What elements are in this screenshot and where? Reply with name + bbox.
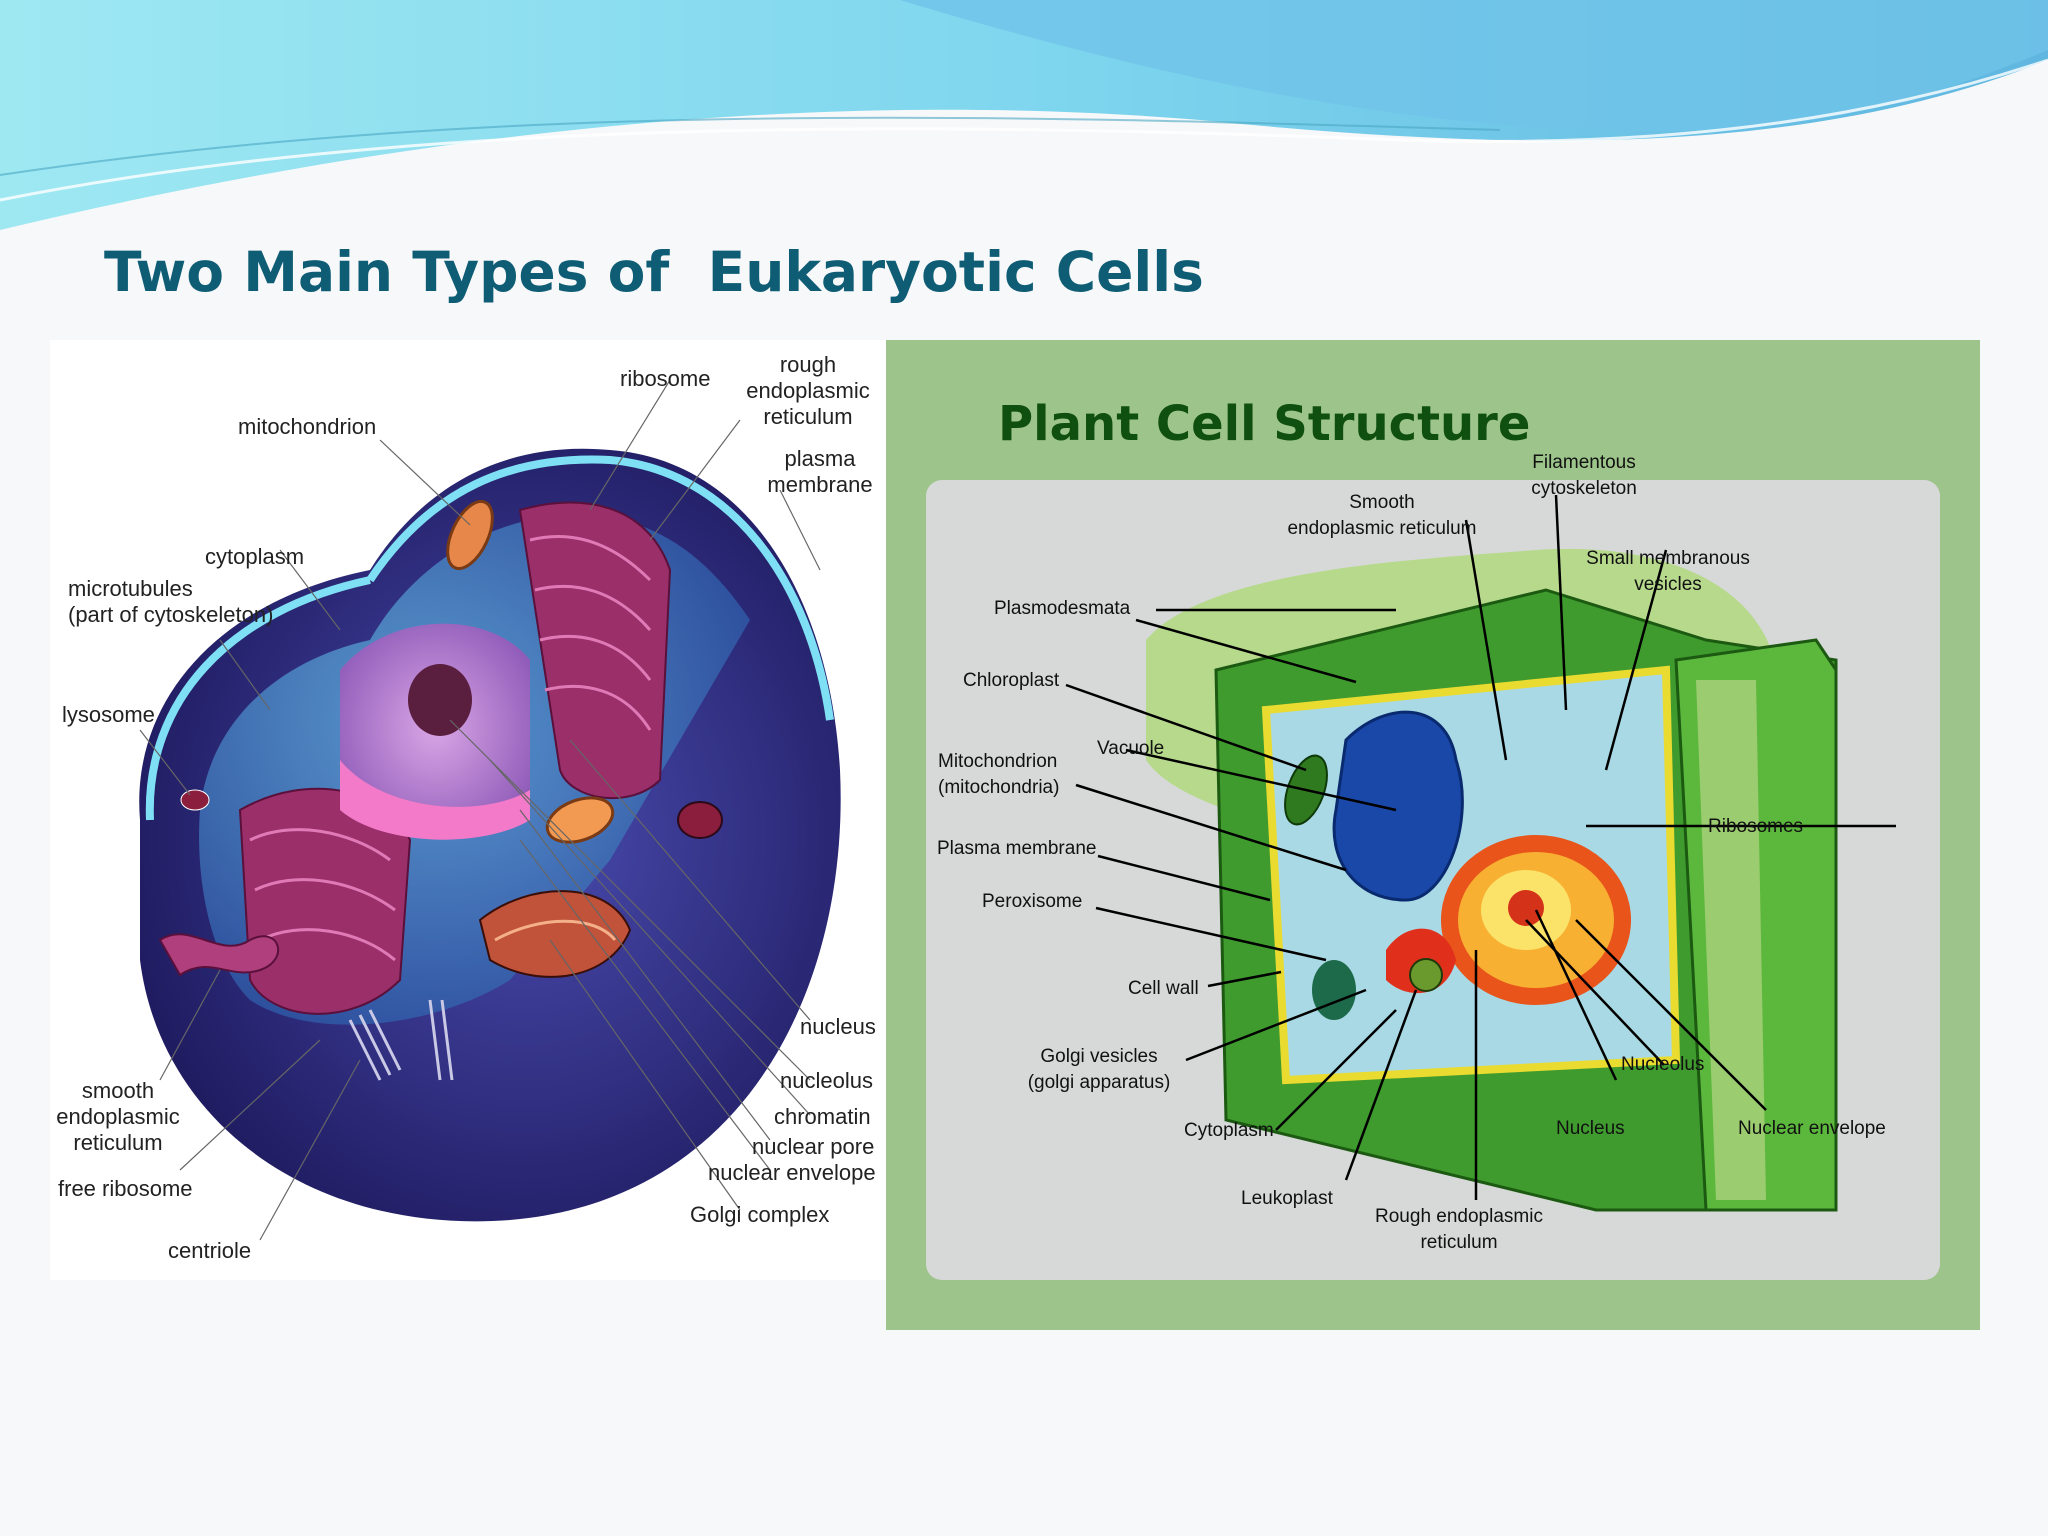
animal-label-microtubules-1: microtubules — [68, 576, 193, 601]
animal-label-nucleolus: nucleolus — [780, 1068, 873, 1093]
plant-label-golgi-2: (golgi apparatus) — [1028, 1072, 1171, 1093]
vacuole-shape — [1332, 710, 1464, 902]
animal-label-smooth-er-2: endoplasmic — [56, 1104, 180, 1129]
mitochondrion-shape — [446, 499, 723, 844]
animal-label-nuclear-pore: nuclear pore — [752, 1134, 874, 1159]
plant-label-ribosomes: Ribosomes — [1708, 816, 1803, 837]
nucleus-shape — [1441, 835, 1631, 1005]
animal-label-golgi-complex: Golgi complex — [690, 1202, 829, 1227]
animal-label-free-ribosome: free ribosome — [58, 1176, 193, 1201]
plant-cell-title: Plant Cell Structure — [998, 396, 1530, 452]
plant-cell-diagram: Plant Cell Structure — [886, 340, 1980, 1330]
animal-label-nucleus: nucleus — [800, 1014, 876, 1039]
animal-label-plasma-membrane-1: plasma — [785, 446, 857, 471]
plant-label-vacuole: Vacuole — [1097, 738, 1164, 759]
plant-label-small-vesicles-2: vesicles — [1634, 574, 1702, 595]
plant-label-chloroplast: Chloroplast — [963, 670, 1060, 691]
animal-label-centriole: centriole — [168, 1238, 251, 1263]
plant-label-cytoplasm: Cytoplasm — [1184, 1120, 1274, 1141]
animal-label-cytoplasm: cytoplasm — [205, 544, 304, 569]
plant-label-peroxisome: Peroxisome — [982, 891, 1082, 912]
smooth-er-shape — [158, 933, 279, 977]
animal-cell-diagram: ribosome rough endoplasmic reticulum mit… — [50, 340, 890, 1280]
plant-label-mitochondrion-2: (mitochondria) — [938, 777, 1059, 798]
slide-title: Two Main Types of Eukaryotic Cells — [104, 240, 1204, 304]
plant-label-nuclear-envelope: Nuclear envelope — [1738, 1118, 1886, 1139]
animal-label-mitochondrion: mitochondrion — [238, 414, 376, 439]
plant-label-plasmodesmata: Plasmodesmata — [994, 598, 1131, 619]
plant-label-filamentous-1: Filamentous — [1532, 452, 1636, 473]
plant-leader-lines — [1065, 494, 1896, 1200]
animal-label-rough-er-1: rough — [780, 352, 836, 377]
header-wave — [0, 0, 2048, 230]
plant-label-mitochondrion-1: Mitochondrion — [938, 751, 1057, 772]
plant-label-leukoplast: Leukoplast — [1241, 1188, 1334, 1209]
animal-label-rough-er-3: reticulum — [763, 404, 852, 429]
plant-label-smooth-er-2: endoplasmic reticulum — [1287, 518, 1476, 539]
animal-label-ribosome: ribosome — [620, 366, 710, 391]
plant-label-cell-wall: Cell wall — [1128, 978, 1199, 999]
animal-label-nuclear-envelope: nuclear envelope — [708, 1160, 876, 1185]
golgi-shape — [478, 890, 632, 978]
plant-label-nucleolus: Nucleolus — [1621, 1054, 1704, 1075]
animal-label-smooth-er-3: reticulum — [73, 1130, 162, 1155]
animal-label-rough-er-2: endoplasmic — [746, 378, 870, 403]
animal-label-smooth-er-1: smooth — [82, 1078, 154, 1103]
plant-label-golgi-1: Golgi vesicles — [1040, 1046, 1157, 1067]
animal-label-microtubules-2: (part of cytoskeleton) — [68, 602, 273, 627]
animal-label-chromatin: chromatin — [774, 1104, 871, 1129]
plant-label-smooth-er-1: Smooth — [1349, 492, 1414, 513]
centriole-shape — [348, 999, 454, 1081]
plant-label-rough-er-2: reticulum — [1420, 1232, 1497, 1253]
plant-label-rough-er-1: Rough endoplasmic — [1375, 1206, 1543, 1227]
leukoplast-shape — [1312, 960, 1356, 1020]
nucleolus-shape — [408, 664, 472, 736]
plant-label-small-vesicles-1: Small membranous — [1586, 548, 1750, 569]
animal-label-plasma-membrane-2: membrane — [767, 472, 872, 497]
animal-label-lysosome: lysosome — [62, 702, 155, 727]
plant-label-nucleus: Nucleus — [1556, 1118, 1625, 1139]
plant-label-plasma-membrane: Plasma membrane — [937, 838, 1096, 859]
plant-label-filamentous-2: cytoskeleton — [1531, 478, 1637, 499]
